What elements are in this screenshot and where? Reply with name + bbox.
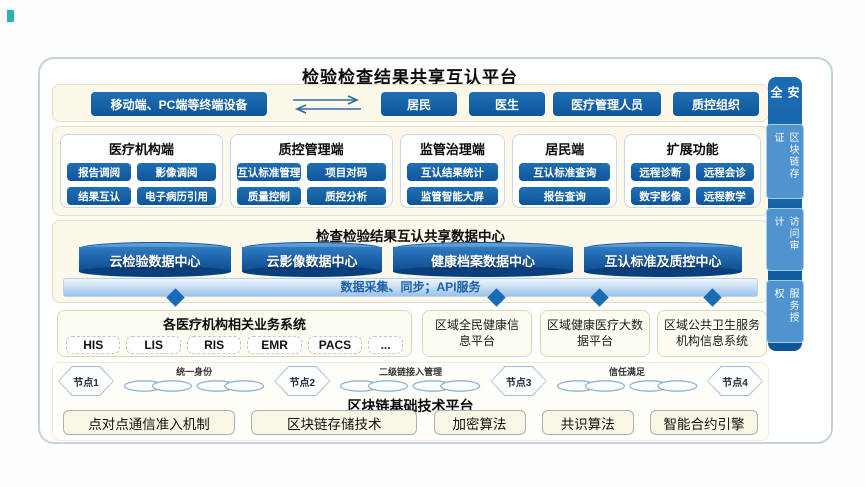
chain-link-icon — [124, 380, 265, 392]
component-block: 点对点通信准入机制 — [63, 410, 235, 435]
feature-block: 影像调阅 — [137, 163, 216, 181]
cylinder-imaging-data-center: 云影像数据中心 — [242, 242, 382, 277]
chain-link-icon — [556, 380, 697, 392]
panel-title: 医疗机构端 — [108, 142, 174, 157]
panel-supervision: 监管治理端 互认结果统计 监管智能大屏 — [399, 134, 506, 208]
cylinder-row: 云检验数据中心 云影像数据中心 健康档案数据中心 互认标准及质控中心 — [79, 242, 742, 277]
system-block: EMR — [247, 336, 302, 354]
platform-frame: 检验检查结果共享互认平台 移动端、PC端等终端设备 居民 医生 医疗管理人员 质… — [38, 57, 833, 444]
platform-public-health-systems: 区域公共卫生服务 机构信息系统 — [657, 310, 767, 357]
feature-block: 质控分析 — [307, 187, 386, 205]
blockchain-components-row: 点对点通信准入机制 区块链存储技术 加密算法 共识算法 智能合约引擎 — [63, 410, 758, 435]
platform-regional-bigdata: 区域健康医疗大数 据平台 — [540, 310, 650, 357]
blockchain-node: 节点3 — [490, 366, 547, 396]
feature-block: 互认标准管理 — [236, 163, 302, 181]
feature-block: 互认结果统计 — [406, 163, 499, 181]
client-panels-section: 医疗机构端 报告调阅 影像调阅 结果互认 电子病历引用 质控管理端 互认标准管理… — [52, 126, 769, 216]
system-block: HIS — [66, 336, 121, 354]
system-block-more: ... — [368, 336, 403, 354]
security-item-service-authorization: 服务授权 — [766, 280, 804, 343]
blockchain-node: 节点4 — [706, 366, 763, 396]
blockchain-node: 节点1 — [58, 366, 114, 396]
feature-block: 远程诊断 — [631, 163, 690, 181]
feature-block: 远程教学 — [695, 187, 754, 205]
feature-block: 互认标准查询 — [519, 163, 611, 181]
blockchain-section: 节点1 统一身份 节点2 — [52, 362, 769, 441]
system-block: RIS — [186, 336, 242, 354]
bidirectional-arrows-icon — [293, 95, 361, 114]
cylinder-health-record-center: 健康档案数据中心 — [393, 242, 573, 277]
api-service-bar: 数据采集、同步；API服务 — [63, 278, 758, 297]
user-block-resident: 居民 — [381, 92, 457, 116]
cylinder-standard-qc-center: 互认标准及质控中心 — [584, 242, 742, 277]
data-center-title: 检查检验结果互认共享数据中心 — [316, 229, 505, 244]
cylinder-lab-data-center: 云检验数据中心 — [79, 242, 231, 277]
feature-block: 远程会诊 — [695, 163, 754, 181]
chain-segment: 信任满足 — [547, 364, 707, 398]
blockchain-node-row: 节点1 统一身份 节点2 — [58, 364, 763, 398]
hospital-systems-title: 各医疗机构相关业务系统 — [162, 317, 306, 332]
device-block: 移动端、PC端等终端设备 — [91, 92, 267, 116]
panel-extended-functions: 扩展功能 远程诊断 远程会诊 数字影像 远程教学 — [624, 134, 761, 208]
system-list: HIS LIS RIS EMR PACS ... — [58, 333, 411, 354]
component-block: 共识算法 — [541, 410, 634, 435]
security-sidebar-title: 安全 — [769, 86, 800, 101]
page-title: 检验检查结果共享互认平台 — [302, 68, 518, 87]
panel-resident: 居民端 互认标准查询 报告查询 — [512, 134, 618, 208]
component-block: 区块链存储技术 — [251, 410, 418, 435]
panel-title: 监管治理端 — [419, 142, 485, 157]
panel-medical-institution: 医疗机构端 报告调阅 影像调阅 结果互认 电子病历引用 — [60, 134, 223, 208]
blockchain-node: 节点2 — [274, 366, 331, 396]
panel-qc-management: 质控管理端 互认标准管理 项目对码 质量控制 质控分析 — [229, 134, 393, 208]
security-sidebar: 安全 区块链存证 访问审计 服务授权 — [766, 77, 804, 351]
feature-block: 电子病历引用 — [137, 187, 216, 205]
panel-title: 质控管理端 — [278, 142, 344, 157]
chain-segment: 二级链接入管理 — [330, 364, 490, 398]
security-item-access-audit: 访问审计 — [766, 208, 804, 272]
component-block: 加密算法 — [433, 410, 526, 435]
user-block-medical-admin: 医疗管理人员 — [553, 92, 661, 116]
feature-block: 质量控制 — [236, 187, 302, 205]
chain-link-icon — [340, 380, 481, 392]
system-block: PACS — [307, 336, 363, 354]
feature-block: 报告调阅 — [67, 163, 132, 181]
platform-regional-health-info: 区域全民健康信 息平台 — [422, 310, 532, 357]
user-block-doctor: 医生 — [469, 92, 545, 116]
system-block: LIS — [126, 336, 181, 354]
corner-artifact — [7, 10, 14, 22]
panel-title: 扩展功能 — [666, 142, 719, 157]
security-item-blockchain-evidence: 区块链存证 — [766, 124, 804, 200]
component-block: 智能合约引擎 — [650, 410, 758, 435]
hospital-systems-box: 各医疗机构相关业务系统 HIS LIS RIS EMR PACS ... — [57, 310, 412, 357]
data-center-section: 检查检验结果互认共享数据中心 云检验数据中心 云影像数据中心 健康档案数据中心 … — [52, 220, 769, 303]
feature-block: 项目对码 — [307, 163, 386, 181]
panel-title: 居民端 — [545, 142, 585, 157]
feature-block: 结果互认 — [67, 187, 132, 205]
terminal-section: 移动端、PC端等终端设备 居民 医生 医疗管理人员 质控组织 — [52, 84, 769, 122]
feature-block: 数字影像 — [631, 187, 690, 205]
feature-block: 监管智能大屏 — [406, 187, 499, 205]
chain-segment: 统一身份 — [114, 364, 274, 398]
feature-block: 报告查询 — [519, 187, 611, 205]
user-block-qc-org: 质控组织 — [673, 92, 759, 116]
